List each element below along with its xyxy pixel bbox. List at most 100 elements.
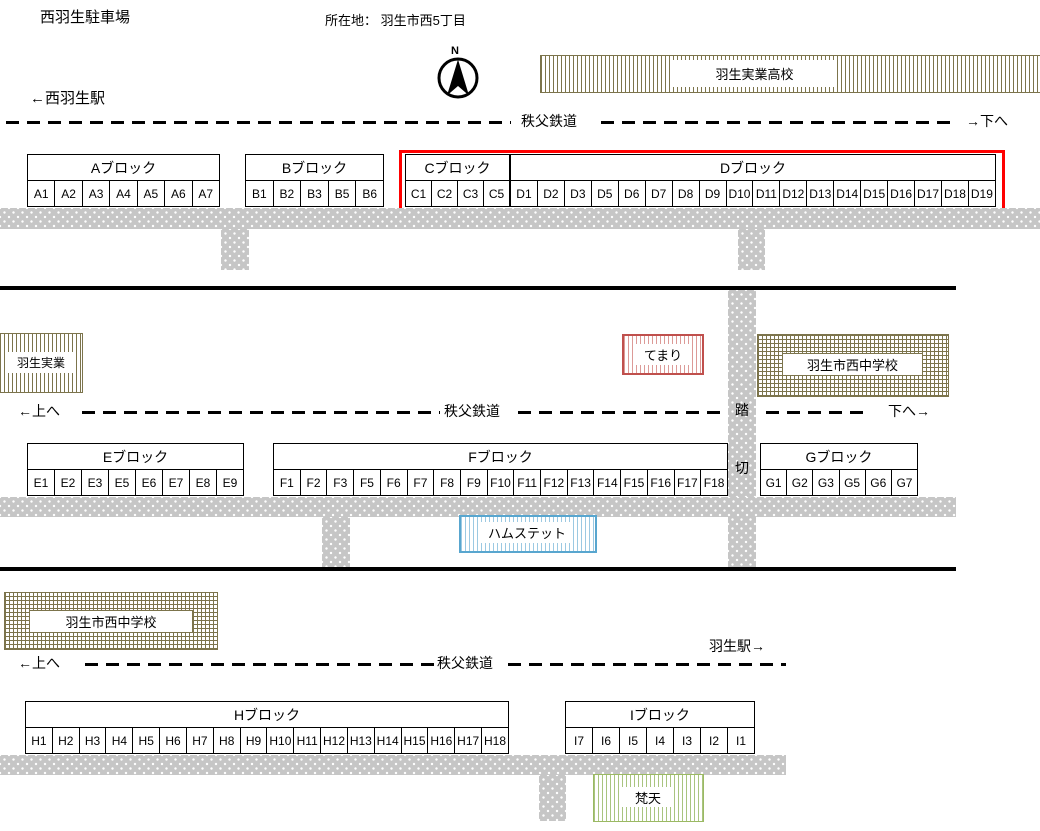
highlight-rectangle-cd: [399, 150, 1005, 216]
parking-space-H17: H17: [455, 728, 483, 754]
parking-space-E7: E7: [163, 470, 190, 496]
parking-space-E1: E1: [28, 470, 55, 496]
section-boundary-2: [0, 567, 956, 571]
railway-2-down-label: 下へ→: [888, 403, 930, 419]
parking-space-H10: H10: [267, 728, 295, 754]
road-2: [0, 497, 956, 517]
hanyu-station-label: 羽生駅→: [709, 638, 765, 654]
block-F-header: Fブロック: [273, 443, 728, 470]
parking-space-G7: G7: [891, 470, 919, 496]
hanyu-jitsugyo-label: 羽生実業: [7, 352, 75, 373]
compass-icon: [436, 56, 480, 100]
road-1-stub-b: [738, 229, 765, 270]
road-2-stub: [322, 517, 350, 567]
block-E-header: Eブロック: [27, 443, 244, 470]
parking-space-H4: H4: [106, 728, 134, 754]
parking-space-I4: I4: [647, 728, 674, 754]
hamstet-label: ハムステット: [481, 522, 573, 543]
parking-space-I7: I7: [566, 728, 593, 754]
parking-space-H12: H12: [321, 728, 348, 754]
parking-space-I2: I2: [701, 728, 728, 754]
parking-space-D6: D6: [618, 181, 646, 207]
railway-track-1-right: [601, 121, 951, 124]
parking-space-A6: A6: [165, 181, 193, 207]
railway-name-1: 秩父鉄道: [521, 113, 577, 129]
railway-track-2-mid: [518, 411, 728, 414]
parking-space-D13: D13: [807, 181, 835, 207]
parking-space-H14: H14: [374, 728, 402, 754]
railway-name-3: 秩父鉄道: [437, 655, 493, 671]
parking-space-D12: D12: [780, 181, 808, 207]
parking-space-H3: H3: [79, 728, 107, 754]
parking-space-A1: A1: [28, 181, 56, 207]
parking-space-C2: C2: [432, 181, 458, 207]
parking-space-F3: F3: [327, 470, 355, 496]
parking-space-D15: D15: [861, 181, 889, 207]
nishi-junior-high-label-bottom: 羽生市西中学校: [29, 610, 193, 633]
block-I-header: Iブロック: [565, 701, 755, 728]
parking-space-F15: F15: [621, 470, 648, 496]
crossing-char-bottom: 切: [735, 460, 749, 476]
parking-space-B1: B1: [246, 181, 274, 207]
parking-space-H7: H7: [186, 728, 214, 754]
road-1-stub-a: [221, 229, 249, 270]
parking-space-G3: G3: [813, 470, 840, 496]
parking-space-H11: H11: [294, 728, 322, 754]
parking-space-H8: H8: [213, 728, 241, 754]
block-D-header: Dブロック: [510, 154, 996, 181]
parking-space-B2: B2: [273, 181, 302, 207]
address-text: 所在地： 羽生市西5丁目: [325, 13, 466, 28]
block-C-header: Cブロック: [405, 154, 510, 181]
road-3: [0, 755, 786, 775]
nishi-junior-high-area-bottom: 羽生市西中学校: [4, 592, 218, 650]
parking-space-D10: D10: [726, 181, 754, 207]
railway-name-2: 秩父鉄道: [444, 403, 500, 419]
parking-space-F6: F6: [380, 470, 408, 496]
parking-space-D17: D17: [915, 181, 942, 207]
parking-space-H5: H5: [133, 728, 161, 754]
parking-space-A7: A7: [192, 181, 220, 207]
parking-space-A5: A5: [137, 181, 166, 207]
parking-space-D9: D9: [699, 181, 727, 207]
temari-area: てまり: [622, 334, 704, 375]
parking-space-H6: H6: [160, 728, 187, 754]
parking-space-F1: F1: [274, 470, 301, 496]
block-A-header: Aブロック: [27, 154, 220, 181]
parking-space-D16: D16: [888, 181, 916, 207]
parking-space-H15: H15: [401, 728, 429, 754]
parking-space-H1: H1: [26, 728, 53, 754]
nishi-junior-high-label-mid: 羽生市西中学校: [782, 353, 923, 376]
parking-space-G1: G1: [761, 470, 788, 496]
parking-space-A2: A2: [55, 181, 83, 207]
parking-space-F8: F8: [434, 470, 461, 496]
parking-space-D1: D1: [511, 181, 538, 207]
parking-space-G2: G2: [787, 470, 814, 496]
parking-space-D3: D3: [564, 181, 592, 207]
parking-space-I3: I3: [674, 728, 701, 754]
railway-track-1-left: [6, 121, 511, 124]
parking-space-H9: H9: [240, 728, 268, 754]
parking-space-E5: E5: [109, 470, 136, 496]
hanyu-jitsugyo-area: 羽生実業: [0, 333, 83, 393]
parking-space-F14: F14: [594, 470, 622, 496]
parking-space-C3: C3: [458, 181, 484, 207]
parking-space-I5: I5: [620, 728, 647, 754]
parking-space-D7: D7: [645, 181, 673, 207]
parking-space-H13: H13: [347, 728, 375, 754]
parking-space-D2: D2: [537, 181, 565, 207]
parking-space-E8: E8: [190, 470, 217, 496]
parking-space-D14: D14: [834, 181, 862, 207]
